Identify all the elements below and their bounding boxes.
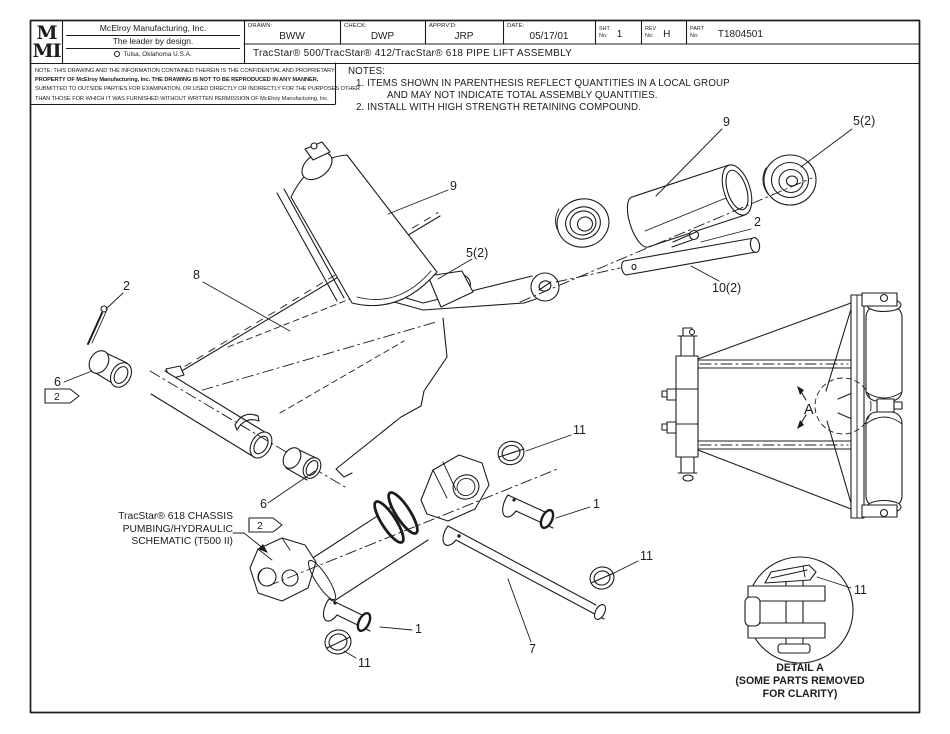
- drawn-value: BWW: [279, 30, 305, 42]
- sht-value: 1: [616, 28, 623, 40]
- rev-value: H: [663, 28, 671, 40]
- drawing-title: TracStar® 500/TracStar® 412/TracStar® 61…: [253, 48, 573, 59]
- mcelroy-logo: M MI: [31, 21, 62, 63]
- callout-shaft: 10(2): [712, 281, 741, 295]
- detail-a-subtitle: (SOME PARTS REMOVED: [735, 674, 865, 687]
- detail-a-view: [744, 556, 854, 664]
- apprvd-label: APPRV'D:: [429, 23, 457, 29]
- sheet-border: [29, 19, 921, 714]
- note-item-1-cont: AND MAY NOT INDICATE TOTAL ASSEMBLY QUAN…: [387, 89, 658, 101]
- callout-cotter-pin-left: 2: [123, 279, 130, 293]
- callout-labels: 9 9 5(2) 5(2) 2 10(2) 8 2 6 6 11 1 11 7 …: [54, 114, 875, 670]
- field-apprvd: APPRV'D: JRP: [425, 21, 503, 44]
- check-label: CHECK:: [344, 23, 367, 29]
- note-flag-center: 2: [257, 520, 263, 532]
- chassis-ref-line: PUMBING/HYDRAULIC: [122, 523, 233, 535]
- apprvd-value: JRP: [454, 30, 474, 42]
- callout-clevis-pin-upper: 1: [593, 497, 600, 511]
- field-check: CHECK: DWP: [340, 21, 425, 44]
- center-bushing: [282, 447, 322, 481]
- proprietary-note: NOTE: THIS DRAWING AND THE INFORMATION C…: [31, 64, 360, 107]
- callout-leaders: [63, 128, 853, 659]
- chassis-ref-line: TracStar® 618 CHASSIS: [118, 511, 233, 522]
- callout-bearing-left: 5(2): [466, 246, 488, 260]
- detail-a-subtitle: FOR CLARITY): [762, 687, 838, 700]
- proprietary-line: PROPERTY OF McElroy Manufacturing, Inc. …: [35, 77, 319, 84]
- pad-roller: [276, 141, 438, 307]
- callout-bushing-center: 6: [260, 497, 267, 511]
- date-value: 05/17/01: [529, 30, 569, 42]
- field-date: DATE: 05/17/01: [503, 21, 595, 44]
- title-block-lines: [29, 20, 921, 106]
- chassis-schematic-ref: TracStar® 618 CHASSIS PUMBING/HYDRAULIC …: [30, 511, 233, 549]
- frame-cross-tube: [149, 370, 346, 488]
- notes-heading: NOTES:: [348, 66, 386, 77]
- note-flag-left: 2: [54, 391, 60, 403]
- callout-frame: 8: [193, 268, 200, 282]
- chassis-ref-line: SCHEMATIC (T500 II): [131, 536, 233, 548]
- proprietary-line: SUBMITTED TO OUTSIDE PARTIES FOR EXAMINA…: [35, 86, 360, 93]
- company-name: McElroy Manufacturing, Inc.: [66, 22, 240, 36]
- company-tagline: The leader by design.: [66, 35, 240, 49]
- hydraulic-cylinder: [249, 454, 561, 604]
- logo-letter-m: M: [36, 22, 57, 44]
- callout-pad-roller: 9: [450, 179, 457, 193]
- registered-mark-icon: [114, 51, 121, 58]
- left-small-parts: [87, 305, 133, 388]
- view-letter: A: [804, 402, 814, 418]
- side-view: [661, 292, 903, 519]
- proprietary-line: THAN THOSE FOR WHICH IT WAS FURNISHED WI…: [35, 95, 329, 102]
- callout-clip-upper: 11: [573, 423, 586, 437]
- exploded-view: [87, 141, 817, 655]
- logo-letters-mi: MI: [32, 40, 62, 62]
- note-item-2: 2. INSTALL WITH HIGH STRENGTH RETAINING …: [356, 101, 642, 113]
- proprietary-line: NOTE: THIS DRAWING AND THE INFORMATION C…: [35, 68, 335, 74]
- callout-bushing-left: 6: [54, 375, 61, 389]
- callout-bearing-right: 5(2): [853, 114, 875, 128]
- roller-tube-group: [519, 154, 817, 303]
- notes-block: NOTES: 1. ITEMS SHOWN IN PARENTHESIS REF…: [341, 66, 771, 114]
- detail-a-caption: DETAIL A (SOME PARTS REMOVED FOR CLARITY…: [700, 662, 900, 701]
- note-flags: [44, 388, 283, 533]
- part-value: T1804501: [717, 28, 763, 40]
- detail-a-title: DETAIL A: [776, 662, 824, 674]
- callout-clip-lower: 11: [358, 656, 371, 670]
- callout-cotter-pin-right: 2: [754, 215, 761, 229]
- field-drawn: DRAWN: BWW: [244, 21, 340, 44]
- pins-clips-rod: [322, 440, 615, 655]
- callout-clevis-pin-lower: 1: [415, 622, 422, 636]
- drawn-label: DRAWN:: [248, 23, 273, 29]
- callout-clip-detail: 11: [854, 583, 867, 597]
- company-location: Tulsa, Oklahoma U.S.A.: [66, 48, 240, 62]
- callout-roller-tube: 9: [723, 115, 730, 129]
- note-item-1: 1. ITEMS SHOWN IN PARENTHESIS REFLECT QU…: [356, 77, 730, 89]
- date-label: DATE:: [507, 23, 525, 29]
- callout-clip-right: 11: [640, 549, 653, 563]
- callout-lift-rod: 7: [529, 642, 536, 656]
- pad-bearing: [427, 270, 474, 308]
- company-location-text: Tulsa, Oklahoma U.S.A.: [123, 51, 192, 58]
- check-value: DWP: [370, 30, 395, 42]
